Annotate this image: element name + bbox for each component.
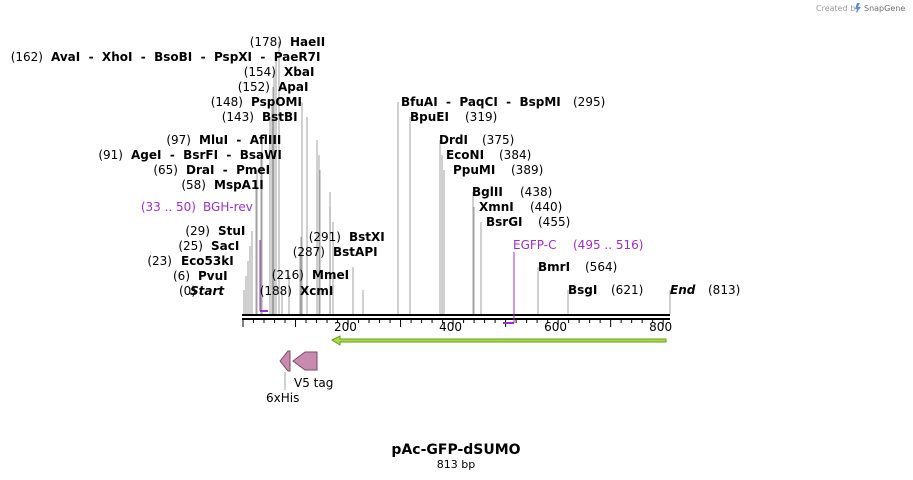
site-mspa1i: MspA1I xyxy=(214,178,264,192)
site-pos-bpuei: (319) xyxy=(465,110,497,124)
ruler-label: 800 xyxy=(649,320,672,334)
site-bfuai-group: BfuAI - PaqCI - BspMI xyxy=(401,95,561,109)
site-pos-bglii: (438) xyxy=(520,185,552,199)
site-pos-drdi: (375) xyxy=(482,133,514,147)
site-mmei: MmeI xyxy=(312,268,349,282)
site-pvui: PvuI xyxy=(198,269,228,283)
site-pos-xbai: (154) xyxy=(244,65,276,79)
site-leader-lines xyxy=(243,42,671,314)
site-stui: StuI xyxy=(218,224,245,238)
site-pos-bstbi: (143) xyxy=(222,110,254,124)
site-pos-bfuai-group: (295) xyxy=(573,95,605,109)
site-pos-start: (0) xyxy=(179,284,196,298)
site-bstbi: BstBI xyxy=(262,110,298,124)
ruler: 200 400 600 800 xyxy=(242,320,672,334)
site-pos-drai-pmei: (65) xyxy=(153,163,178,177)
feature-v5-tag-arrow xyxy=(292,351,318,371)
primer-bgh-rev: BGH-rev xyxy=(203,200,253,214)
site-end: End xyxy=(670,283,696,297)
site-bstapi: BstAPI xyxy=(333,245,378,259)
site-bmri: BmrI xyxy=(538,260,570,274)
site-pos-econi: (384) xyxy=(499,148,531,162)
ruler-label: 600 xyxy=(544,320,567,334)
primer-range-bgh-rev: (33 .. 50) xyxy=(141,200,196,214)
site-pos-mlui-afliii: (97) xyxy=(166,133,191,147)
map-length: 813 bp xyxy=(437,458,475,471)
site-pos-pvui: (6) xyxy=(173,269,190,283)
site-pos-saci: (25) xyxy=(178,239,203,253)
site-pos-haeii: (178) xyxy=(250,35,282,49)
site-pos-xmni: (440) xyxy=(530,200,562,214)
site-avai-group: AvaI - XhoI - BsoBI - PspXI - PaeR7I xyxy=(51,50,320,64)
site-pos-eco53ki: (23) xyxy=(147,254,172,268)
site-apai: ApaI xyxy=(278,80,308,94)
site-pspomi: PspOMI xyxy=(251,95,302,109)
primer-range-egfp-c: (495 .. 516) xyxy=(573,238,643,252)
site-xcmi: XcmI xyxy=(300,284,333,298)
site-pos-mspa1i: (58) xyxy=(181,178,206,192)
feature-label-v5-tag: V5 tag xyxy=(294,376,333,390)
site-bpuei: BpuEI xyxy=(410,110,449,124)
site-agei-group: AgeI - BsrFI - BsaWI xyxy=(131,148,282,162)
site-pos-agei-group: (91) xyxy=(98,148,123,162)
primer-egfp-c: EGFP-C xyxy=(513,238,556,252)
feature-egfp-arrow xyxy=(330,335,667,346)
site-pos-pspomi: (148) xyxy=(211,95,243,109)
site-pos-mmei: (216) xyxy=(272,268,304,282)
site-saci: SacI xyxy=(211,239,239,253)
site-drai-pmei: DraI - PmeI xyxy=(186,163,270,177)
primer-egfp-c-marker xyxy=(503,252,515,324)
site-ppumi: PpuMI xyxy=(453,163,495,177)
site-mlui-afliii: MluI - AflIII xyxy=(199,133,281,147)
site-bsgi: BsgI xyxy=(568,283,597,297)
credit-text: Created by xyxy=(816,4,860,13)
site-pos-bsrgi: (455) xyxy=(538,215,570,229)
site-pos-avai-group: (162) xyxy=(11,50,43,64)
site-pos-ppumi: (389) xyxy=(511,163,543,177)
site-bstxi: BstXI xyxy=(349,230,385,244)
snapgene-logo-icon xyxy=(855,3,861,13)
site-pos-stui: (29) xyxy=(185,224,210,238)
site-bglii: BglII xyxy=(472,185,503,199)
site-pos-apai: (152) xyxy=(238,80,270,94)
feature-label-6xhis: 6xHis xyxy=(266,391,299,405)
site-xbai: XbaI xyxy=(284,65,314,79)
site-pos-end: (813) xyxy=(708,283,740,297)
site-pos-bsgi: (621) xyxy=(611,283,643,297)
site-econi: EcoNI xyxy=(446,148,484,162)
credit-brand: SnapGene xyxy=(864,4,905,13)
site-drdi: DrdI xyxy=(439,133,468,147)
ruler-label: 400 xyxy=(439,320,462,334)
site-bsrgi: BsrGI xyxy=(486,215,523,229)
site-xmni: XmnI xyxy=(479,200,514,214)
site-eco53ki: Eco53kI xyxy=(181,254,234,268)
ruler-label: 200 xyxy=(334,320,357,334)
map-title: pAc-GFP-dSUMO xyxy=(391,442,520,458)
site-pos-bmri: (564) xyxy=(585,260,617,274)
feature-6xhis-arrow xyxy=(279,350,291,372)
primer-bgh-rev-marker xyxy=(259,240,268,312)
site-pos-bstxi: (291) xyxy=(309,230,341,244)
site-pos-xcmi: (188) xyxy=(260,284,292,298)
site-haeii: HaeII xyxy=(290,35,325,49)
site-pos-bstapi: (287) xyxy=(293,245,325,259)
backbone xyxy=(242,314,670,320)
site-start: Start xyxy=(190,284,225,298)
